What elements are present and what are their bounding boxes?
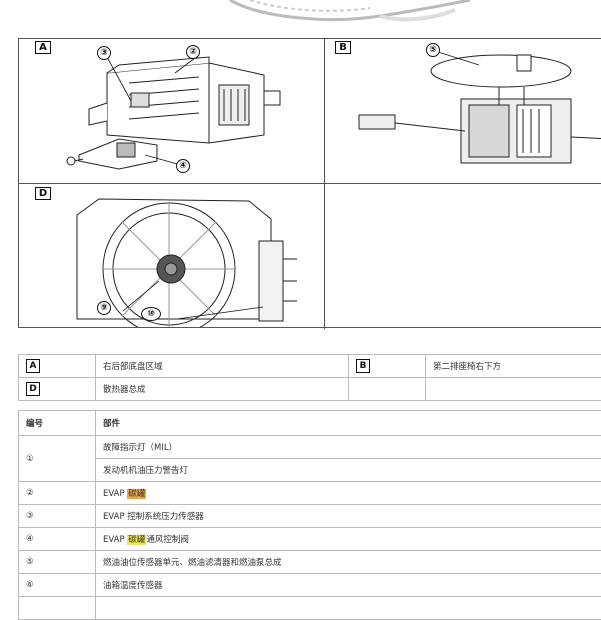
callout-3: ③ <box>97 46 111 60</box>
parts-table: 编号 部件 ① 故障指示灯（MIL） 发动机机油压力警告灯 ② EVAP 碳罐 … <box>18 410 601 620</box>
table-row: 发动机机油压力警告灯 <box>19 459 601 482</box>
callout-2: ② <box>186 45 200 59</box>
part-name: 故障指示灯（MIL） <box>96 436 601 459</box>
table-header-row: 编号 部件 <box>19 411 601 436</box>
table-row: ① 故障指示灯（MIL） <box>19 436 601 459</box>
location-table: A 右后部底盘区域 B 第二排座椅右下方 D 散热器总成 <box>18 354 601 401</box>
search-highlight: 碳罐 <box>127 535 146 545</box>
part-number: ① <box>19 436 96 482</box>
row-tag-b: B <box>356 359 370 373</box>
panel-d-tag: D <box>35 187 51 200</box>
part-number: ⑤ <box>19 551 96 574</box>
column-header-number: 编号 <box>19 411 96 436</box>
part-name: 燃油油位传感器单元、燃油滤清器和燃油泵总成 <box>96 551 601 574</box>
callout-5: ⑤ <box>426 43 440 57</box>
part-number: ② <box>19 482 96 505</box>
part-name: 发动机机油压力警告灯 <box>96 459 601 482</box>
table-row: ④ EVAP 碳罐通风控制阀 <box>19 528 601 551</box>
location-desc: 第二排座椅右下方 <box>426 355 601 378</box>
table-row: ② EVAP 碳罐 <box>19 482 601 505</box>
part-number: ③ <box>19 505 96 528</box>
column-header-part: 部件 <box>96 411 601 436</box>
table-row <box>19 597 601 620</box>
location-desc: 右后部底盘区域 <box>96 355 349 378</box>
top-vehicle-sketch <box>0 0 601 38</box>
row-tag-a: A <box>26 359 40 373</box>
table-row: A 右后部底盘区域 B 第二排座椅右下方 <box>19 355 601 378</box>
part-number: ④ <box>19 528 96 551</box>
callout-10: ⑩ <box>141 307 161 321</box>
part-name: EVAP 碳罐 <box>96 482 601 505</box>
part-name: EVAP 控制系统压力传感器 <box>96 505 601 528</box>
table-row: ⑤ 燃油油位传感器单元、燃油滤清器和燃油泵总成 <box>19 551 601 574</box>
callout-9: ⑨ <box>97 301 111 315</box>
part-name: 油箱温度传感器 <box>96 574 601 597</box>
table-row: D 散热器总成 <box>19 378 601 401</box>
part-name: EVAP 碳罐通风控制阀 <box>96 528 601 551</box>
panel-a-tag: A <box>35 41 51 54</box>
fuel-pump-drawing <box>349 43 601 178</box>
table-row: ③ EVAP 控制系统压力传感器 <box>19 505 601 528</box>
location-desc: 散热器总成 <box>96 378 349 401</box>
callout-4: ④ <box>176 159 190 173</box>
search-highlight: 碳罐 <box>127 489 146 499</box>
part-number: ⑥ <box>19 574 96 597</box>
row-tag-d: D <box>26 382 40 396</box>
figure-grid: A ③ ② ④ B <box>18 38 601 328</box>
table-row: ⑥ 油箱温度传感器 <box>19 574 601 597</box>
